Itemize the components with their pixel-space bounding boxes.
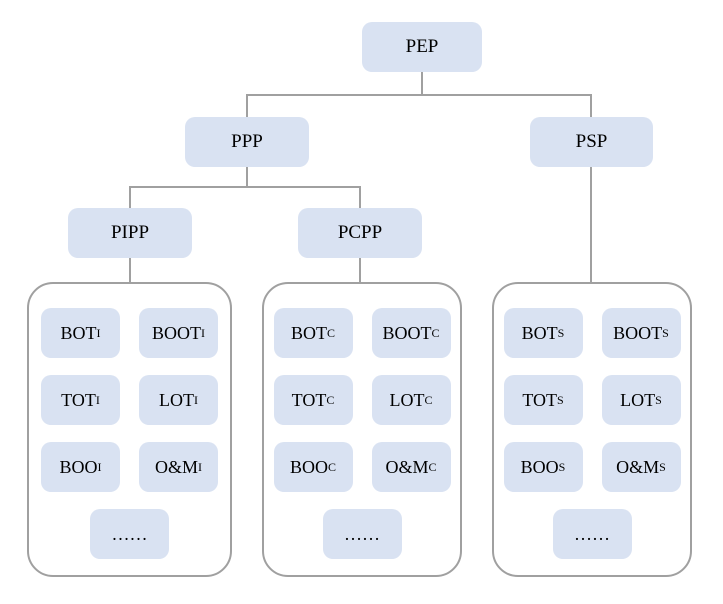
node-ellipsis-s: …… <box>552 509 632 559</box>
node-psp: PSP <box>530 117 653 167</box>
node-ellipsis-c: …… <box>322 509 402 559</box>
node-pcpp-label: PCPP <box>337 222 383 243</box>
connector-psp-down <box>590 167 592 283</box>
connector-pipp-down <box>129 258 131 283</box>
connector-psp-up <box>590 94 592 117</box>
node-pcpp: PCPP <box>298 208 422 258</box>
group-row: …… <box>90 509 169 559</box>
group-row: …… <box>552 509 632 559</box>
node-pep: PEP <box>362 22 482 72</box>
connector-ppp-up <box>246 94 248 117</box>
connector-pcpp-up <box>359 186 361 208</box>
connector-ppp-down <box>246 167 248 188</box>
connector-level3-horizontal <box>129 186 361 188</box>
connector-pcpp-down <box>359 258 361 283</box>
connector-level2-horizontal <box>246 94 592 96</box>
node-pep-label: PEP <box>405 36 439 57</box>
node-ellipsis-i: …… <box>90 509 169 559</box>
node-pipp: PIPP <box>68 208 192 258</box>
node-ppp-label: PPP <box>231 131 263 152</box>
node-psp-label: PSP <box>575 131 608 152</box>
node-ppp: PPP <box>185 117 309 167</box>
connector-pep-down <box>421 72 423 95</box>
node-pipp-label: PIPP <box>110 222 150 243</box>
connector-pipp-up <box>129 186 131 208</box>
group-row: …… <box>322 509 402 559</box>
